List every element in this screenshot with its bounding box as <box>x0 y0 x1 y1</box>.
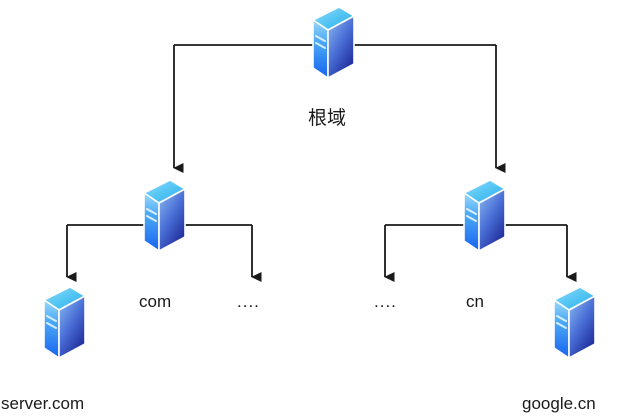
node-label-google-cn: google.cn <box>522 394 596 413</box>
node-label-com-others: .... <box>237 292 260 311</box>
node-label-root: 根域 <box>308 107 347 129</box>
node-label-cn-others: .... <box>374 292 397 311</box>
node-label-server-com: server.com <box>1 394 85 413</box>
server-icon-root <box>312 6 355 79</box>
server-icon-cn <box>463 179 506 252</box>
server-icon-google-cn <box>553 286 596 359</box>
server-icon-server-com <box>43 286 86 359</box>
node-label-cn: cn <box>466 292 484 311</box>
node-label-com: com <box>139 292 172 311</box>
server-icon-com <box>143 179 186 252</box>
